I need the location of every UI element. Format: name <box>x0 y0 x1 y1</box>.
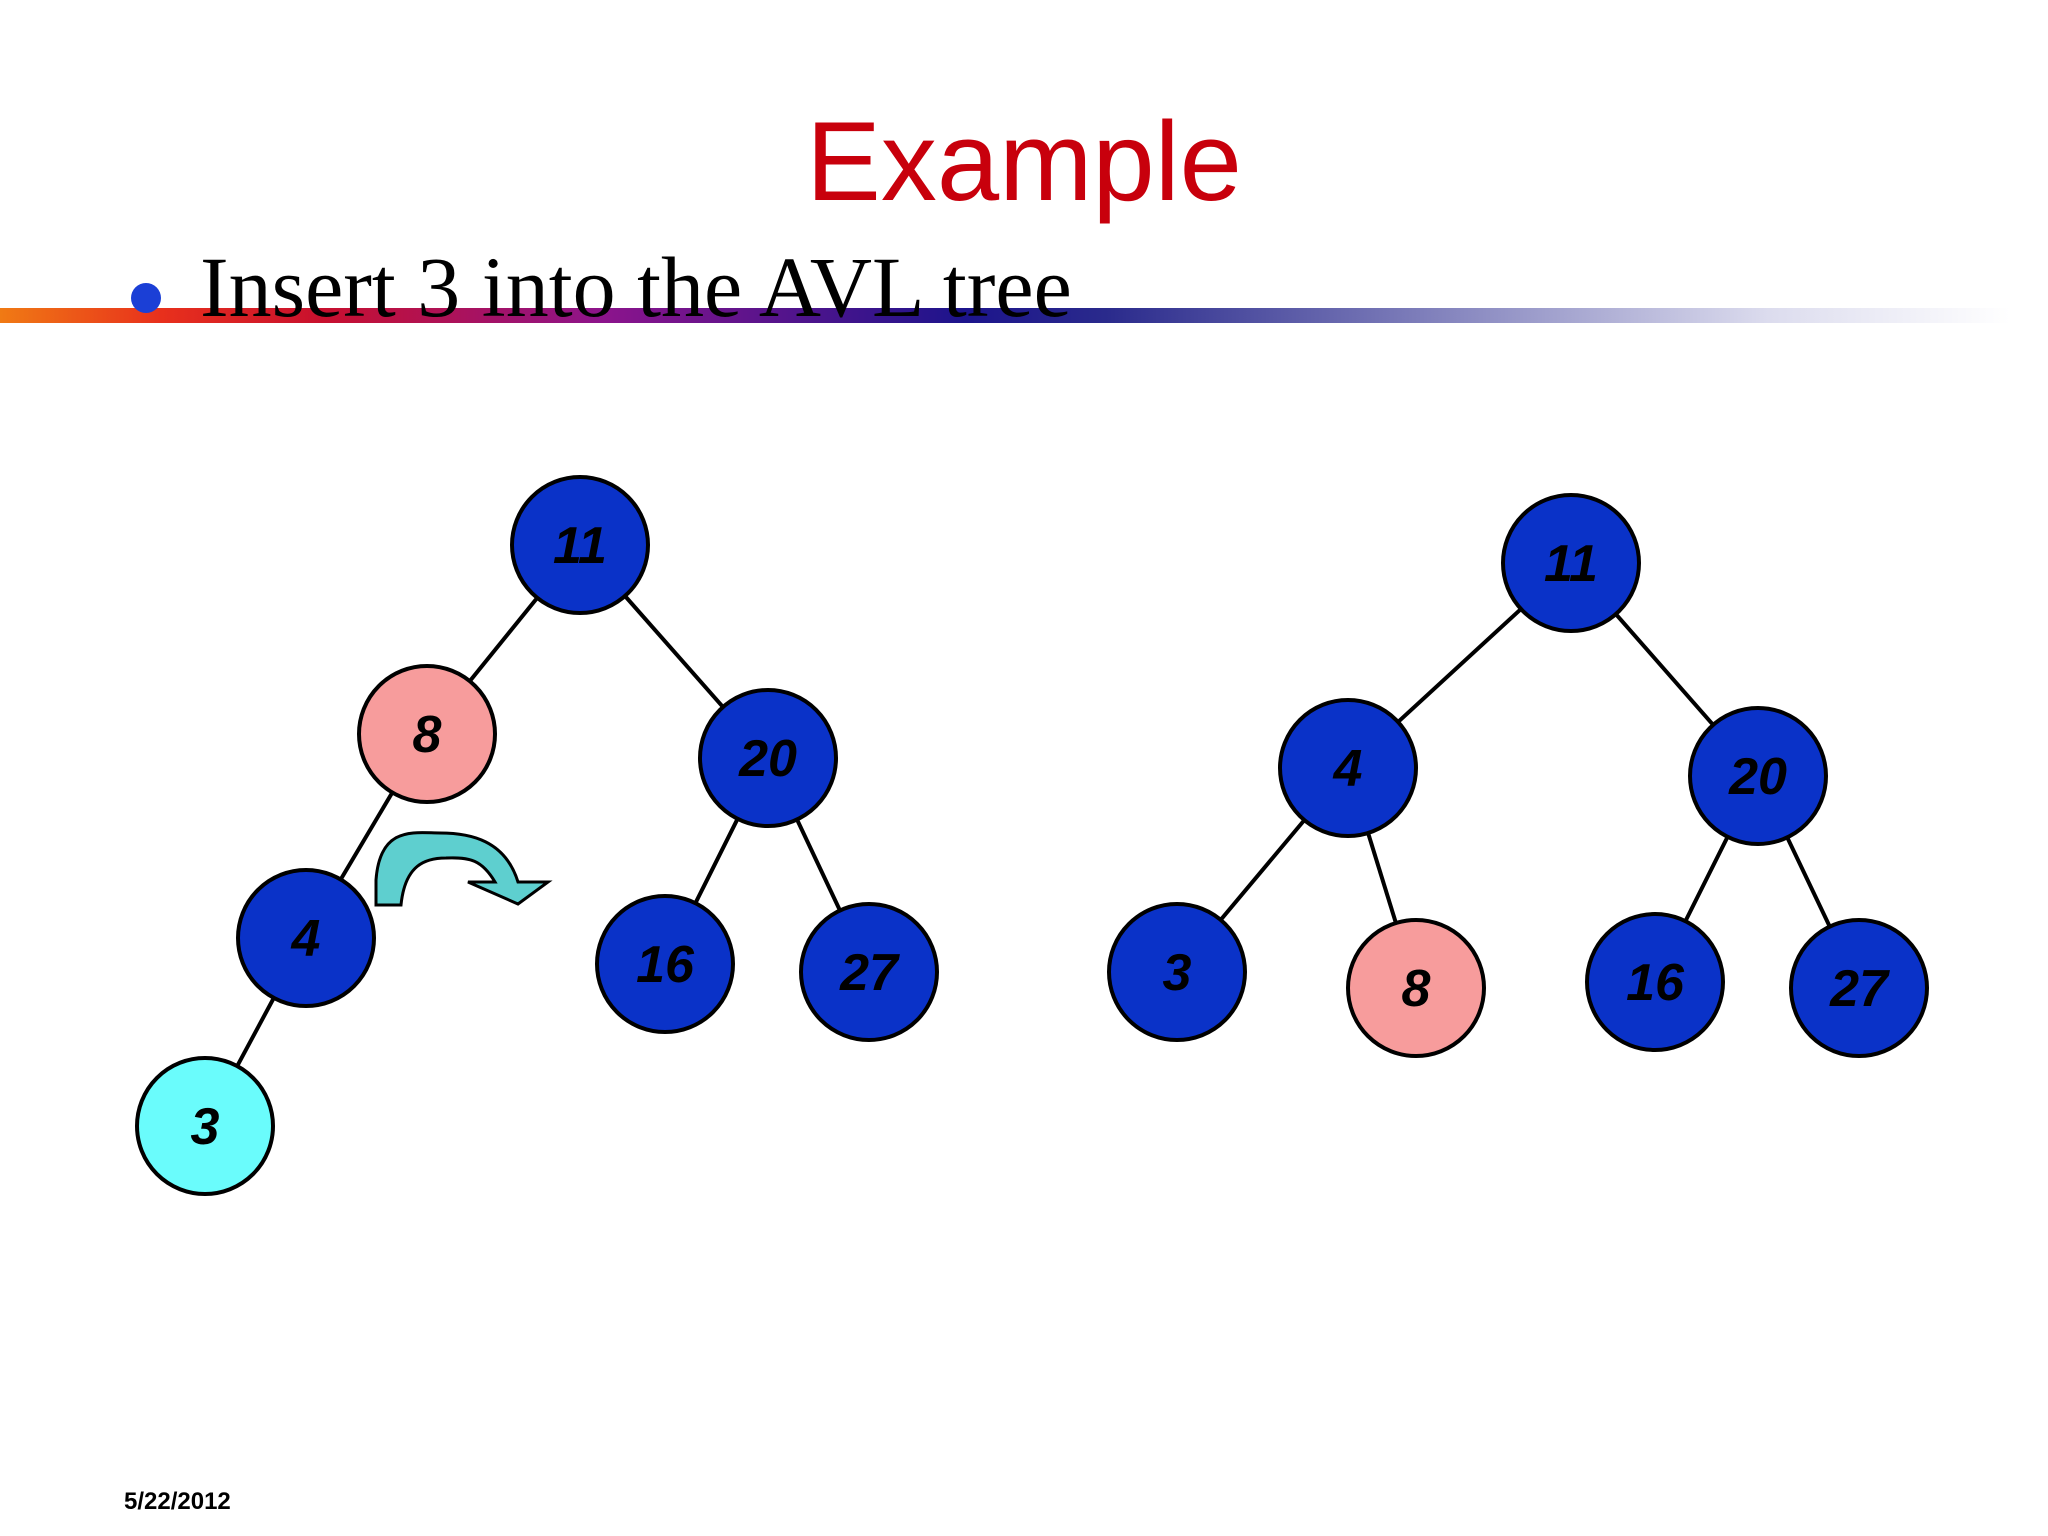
node-circle <box>698 688 838 828</box>
before-tree-node-11: 11 <box>510 475 650 615</box>
before-tree-node-4: 4 <box>236 868 376 1008</box>
node-label: 20 <box>738 730 797 788</box>
after-tree-node-27: 27 <box>1789 918 1929 1058</box>
node-label: 3 <box>1163 944 1192 1002</box>
node-label: 16 <box>1626 954 1685 1012</box>
node-circle <box>1346 918 1486 1058</box>
node-circle <box>510 475 650 615</box>
after-tree-node-8: 8 <box>1346 918 1486 1058</box>
node-label: 20 <box>1728 748 1787 806</box>
node-label: 27 <box>1829 960 1890 1018</box>
after-tree-node-11: 11 <box>1501 493 1641 633</box>
node-circle <box>1107 902 1247 1042</box>
node-circle <box>236 868 376 1008</box>
node-circle <box>595 894 735 1034</box>
bullet-text: Insert 3 into the AVL tree <box>200 239 1072 335</box>
node-circle <box>799 902 939 1042</box>
node-label: 11 <box>1544 535 1598 593</box>
after-tree-node-4: 4 <box>1278 698 1418 838</box>
slide-title: Example <box>806 99 1242 224</box>
node-label: 11 <box>553 517 607 575</box>
after-tree-node-16: 16 <box>1585 912 1725 1052</box>
node-circle <box>1278 698 1418 838</box>
before-tree-node-20: 20 <box>698 688 838 828</box>
nodes-layer: 11 8 20 4 16 27 3 11 4 20 3 8 16 27 <box>135 475 1929 1196</box>
before-tree-node-3: 3 <box>135 1056 275 1196</box>
node-label: 4 <box>291 910 321 968</box>
node-label: 8 <box>413 706 442 764</box>
before-tree-node-27: 27 <box>799 902 939 1042</box>
before-tree-node-8: 8 <box>357 664 497 804</box>
node-circle <box>135 1056 275 1196</box>
node-circle <box>1789 918 1929 1058</box>
node-circle <box>357 664 497 804</box>
rotate-right-arrow-icon <box>374 831 553 907</box>
node-label: 4 <box>1333 740 1363 798</box>
node-circle <box>1585 912 1725 1052</box>
bullet-icon <box>131 283 161 313</box>
before-tree-node-16: 16 <box>595 894 735 1034</box>
node-circle <box>1501 493 1641 633</box>
node-circle <box>1688 706 1828 846</box>
after-tree-node-3: 3 <box>1107 902 1247 1042</box>
node-label: 27 <box>839 944 900 1002</box>
title-divider <box>0 308 2010 323</box>
node-label: 16 <box>636 936 695 994</box>
node-label: 8 <box>1402 960 1431 1018</box>
slide-date: 5/22/2012 <box>124 1488 231 1515</box>
after-tree-node-20: 20 <box>1688 706 1828 846</box>
node-label: 3 <box>191 1098 220 1156</box>
